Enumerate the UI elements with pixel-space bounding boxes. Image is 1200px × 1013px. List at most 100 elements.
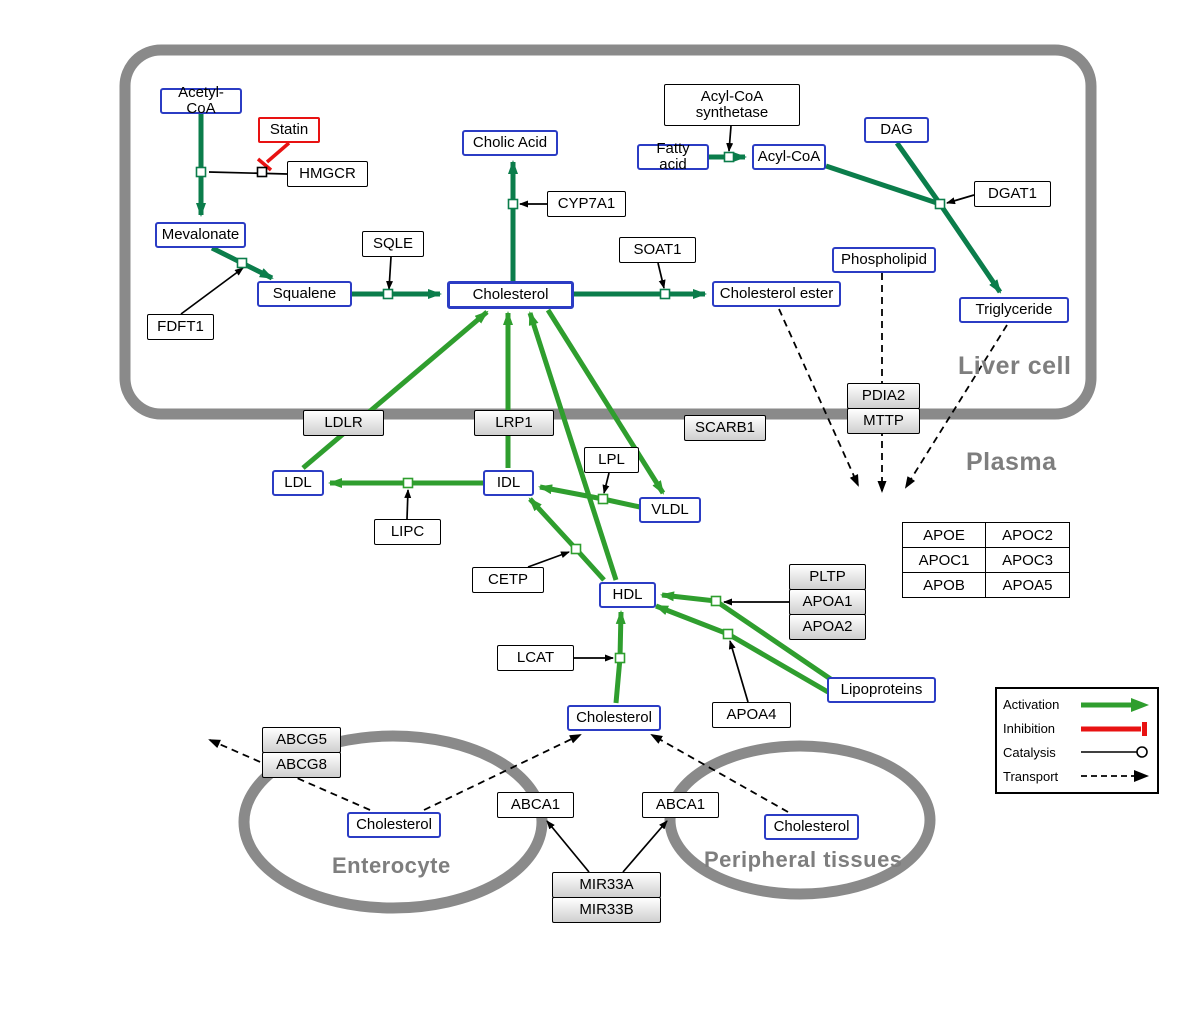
legend-activation-label: Activation — [1003, 697, 1060, 713]
reaction-node — [597, 493, 609, 505]
node-apob[interactable]: APOB — [903, 573, 986, 598]
node-cholesterol-peripheral[interactable]: Cholesterol — [764, 814, 859, 840]
node-abca1-right[interactable]: ABCA1 — [642, 792, 719, 818]
catalysis-circle-icon — [1081, 746, 1148, 759]
membranes — [119, 44, 1097, 914]
node-vldl[interactable]: VLDL — [639, 497, 701, 523]
node-abca1-left[interactable]: ABCA1 — [497, 792, 574, 818]
activation-arrow-icon — [1081, 697, 1149, 712]
node-hmgcr[interactable]: HMGCR — [287, 161, 368, 187]
node-acetyl-coa[interactable]: Acetyl-CoA — [160, 85, 242, 116]
node-mevalonate[interactable]: Mevalonate — [155, 222, 246, 248]
node-abcg8[interactable]: ABCG8 — [262, 752, 341, 778]
edge-dag-triglyceride — [894, 141, 941, 203]
enterocyte-membrane — [238, 730, 548, 914]
node-apoc2[interactable]: APOC2 — [986, 523, 1070, 548]
peripheral-tissues-label: Peripheral tissues — [704, 847, 903, 872]
node-pltp[interactable]: PLTP — [789, 564, 866, 590]
catalysis-acylcoa-synthetase — [726, 125, 734, 152]
legend-catalysis-label: Catalysis — [1003, 744, 1056, 760]
reaction-node — [236, 257, 248, 269]
catalysis-edges — [180, 125, 975, 873]
liver-cell-membrane — [119, 44, 1097, 420]
catalysis-node-hmgcr — [256, 166, 268, 178]
reaction-nodes — [195, 151, 946, 664]
node-triglyceride[interactable]: Triglyceride — [959, 297, 1069, 323]
reaction-node — [507, 198, 519, 210]
node-scarb1[interactable]: SCARB1 — [684, 415, 766, 441]
reaction-node — [614, 652, 626, 664]
catalysis-fdft1 — [180, 267, 244, 315]
plasma-label: Plasma — [966, 448, 1057, 476]
node-mir33b[interactable]: MIR33B — [552, 897, 661, 923]
node-acyl-coa-synthetase[interactable]: Acyl-CoA synthetase — [664, 84, 800, 126]
reaction-node — [570, 543, 582, 555]
node-cholic-acid[interactable]: Cholic Acid — [462, 130, 558, 156]
node-soat1[interactable]: SOAT1 — [619, 237, 696, 263]
node-cetp[interactable]: CETP — [472, 567, 544, 593]
node-lpl[interactable]: LPL — [584, 447, 639, 473]
legend-row-catalysis: Catalysis — [1003, 741, 1151, 765]
legend-row-transport: Transport — [1003, 764, 1151, 788]
node-cholesterol-liver[interactable]: Cholesterol — [447, 281, 574, 309]
peripheral-tissues-membrane — [664, 740, 936, 900]
transport-enterocyte-cholesterol-plasma — [423, 734, 582, 811]
catalysis-hmgcr — [208, 171, 288, 175]
inhibition-statin-line — [265, 141, 291, 164]
regulation-mir33-abca1-left — [546, 820, 590, 873]
node-idl[interactable]: IDL — [483, 470, 534, 496]
legend-inhibition-label: Inhibition — [1003, 721, 1056, 737]
edge-hdl-livercholesterol — [527, 311, 619, 581]
node-apoc3[interactable]: APOC3 — [986, 548, 1070, 573]
node-cholesterol-plasma[interactable]: Cholesterol — [567, 705, 661, 731]
node-lipoproteins[interactable]: Lipoproteins — [827, 677, 936, 703]
node-statin[interactable]: Statin — [258, 117, 320, 143]
catalysis-cetp — [527, 551, 570, 568]
node-cholesterol-ester[interactable]: Cholesterol ester — [712, 281, 841, 307]
node-fdft1[interactable]: FDFT1 — [147, 314, 214, 340]
reaction-node — [723, 151, 735, 163]
liver-cell-label: Liver cell — [958, 352, 1072, 380]
node-lrp1[interactable]: LRP1 — [474, 410, 554, 436]
node-phospholipid[interactable]: Phospholipid — [832, 247, 936, 273]
node-ldlr[interactable]: LDLR — [303, 410, 384, 436]
node-sqle[interactable]: SQLE — [362, 231, 424, 257]
node-apoa4[interactable]: APOA4 — [712, 702, 791, 728]
reaction-node — [659, 288, 671, 300]
catalysis-lipc — [404, 489, 412, 520]
enterocyte-label: Enterocyte — [332, 853, 451, 878]
node-apoc1[interactable]: APOC1 — [903, 548, 986, 573]
node-apoa1[interactable]: APOA1 — [789, 589, 866, 615]
transport-peripheral-cholesterol-plasma — [650, 734, 789, 813]
node-acyl-coa[interactable]: Acyl-CoA — [752, 144, 826, 170]
node-dgat1[interactable]: DGAT1 — [974, 181, 1051, 207]
inhibition-tbar-icon — [1081, 721, 1147, 736]
transport-cholesterolester-plasma — [778, 308, 859, 487]
node-ldl[interactable]: LDL — [272, 470, 324, 496]
legend-row-inhibition: Inhibition — [1003, 717, 1151, 741]
node-fatty-acid[interactable]: Fatty acid — [637, 141, 709, 172]
node-hdl[interactable]: HDL — [599, 582, 656, 608]
legend-transport-label: Transport — [1003, 768, 1059, 784]
reaction-node — [722, 628, 734, 640]
edge-livercholesterol-vldl — [545, 308, 666, 495]
node-lipc[interactable]: LIPC — [374, 519, 441, 545]
reaction-node — [195, 166, 207, 178]
node-lcat[interactable]: LCAT — [497, 645, 574, 671]
node-mir33a[interactable]: MIR33A — [552, 872, 661, 898]
catalysis-soat1 — [657, 262, 666, 289]
node-squalene[interactable]: Squalene — [257, 281, 352, 307]
node-cyp7a1[interactable]: CYP7A1 — [547, 191, 626, 217]
node-dag[interactable]: DAG — [864, 117, 929, 143]
node-mttp[interactable]: MTTP — [847, 408, 920, 434]
node-abcg5[interactable]: ABCG5 — [262, 727, 341, 753]
node-cholesterol-enterocyte[interactable]: Cholesterol — [347, 812, 441, 838]
node-apoe[interactable]: APOE — [903, 523, 986, 548]
node-pdia2[interactable]: PDIA2 — [847, 383, 920, 409]
edge-ldl-livercholesterol — [301, 310, 489, 470]
transport-triglyceride-plasma — [904, 324, 1008, 489]
reaction-node — [382, 288, 394, 300]
node-apoa5[interactable]: APOA5 — [986, 573, 1070, 598]
node-apoa2[interactable]: APOA2 — [789, 614, 866, 640]
